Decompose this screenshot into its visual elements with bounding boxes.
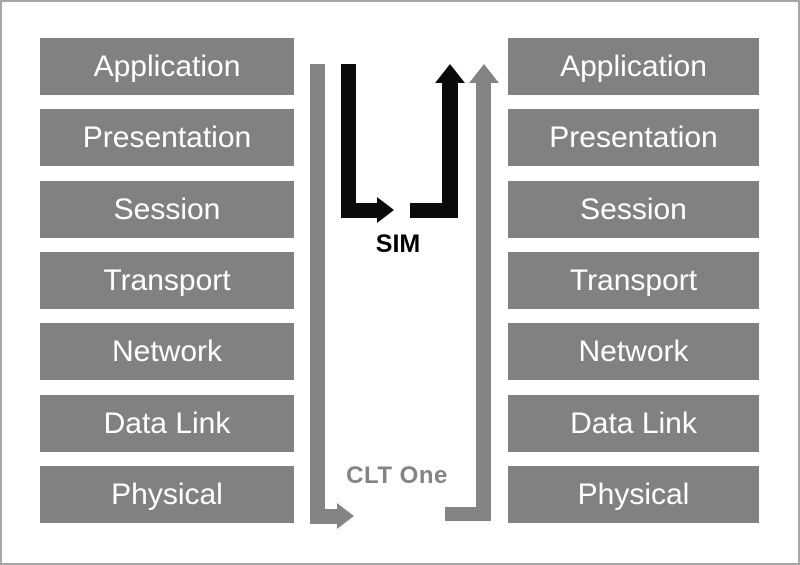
arrowhead-right-icon [337,503,354,529]
layer-box-data-link: Data Link [40,394,294,452]
layer-box-session: Session [40,180,294,238]
layer-box-transport: Transport [508,251,759,309]
layer-box-physical: Physical [508,465,759,523]
right-osi-stack: Application Presentation Session Transpo… [508,38,759,523]
layer-box-session: Session [508,180,759,238]
left-osi-stack: Application Presentation Session Transpo… [40,38,294,523]
layer-box-physical: Physical [40,465,294,523]
arrowhead-up-icon [435,64,465,83]
layer-box-network: Network [40,323,294,381]
black-up-arrow [442,82,458,218]
layer-box-application: Application [508,38,759,95]
sim-label: SIM [375,230,421,258]
black-down-right-arrow [341,64,356,218]
layer-box-presentation: Presentation [508,109,759,167]
layer-box-transport: Transport [40,251,294,309]
gray-up-arrow [476,82,491,521]
layer-box-presentation: Presentation [40,109,294,167]
gray-down-right-arrow [310,509,338,524]
clt-one-label: CLT One [346,462,448,489]
black-down-right-arrow [341,203,378,218]
gray-down-right-arrow [310,64,325,523]
arrowhead-up-icon [469,64,499,83]
layer-box-data-link: Data Link [508,394,759,452]
layer-box-network: Network [508,323,759,381]
layer-box-application: Application [40,38,294,95]
arrowhead-right-icon [377,197,394,223]
